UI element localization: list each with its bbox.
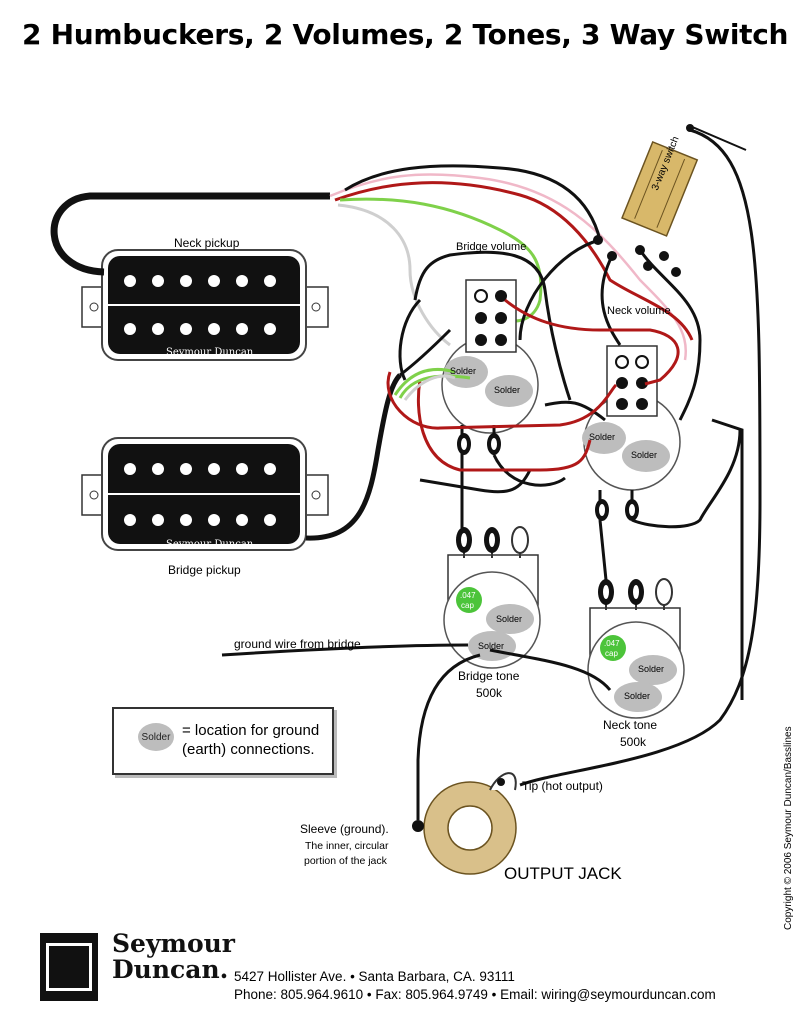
red-wires: [386, 298, 680, 472]
solder-point-6: Solder: [478, 641, 505, 651]
solder-point-5: Solder: [496, 614, 523, 624]
neck-pickup-brand: Seymour Duncan: [166, 347, 254, 358]
bridge-cap-unit: cap: [461, 601, 474, 610]
ground-wire-label: ground wire from bridge: [234, 637, 361, 651]
sleeve-label-line1: Sleeve (ground).: [300, 822, 389, 836]
solder-point-2: Solder: [494, 385, 521, 395]
bridge-pickup-label: Bridge pickup: [168, 563, 241, 577]
neck-tone-label: Neck tone: [603, 718, 658, 732]
neck-pickup: [81, 249, 329, 361]
neck-pickup-label: Neck pickup: [174, 236, 240, 250]
output-jack: [412, 772, 517, 875]
white-wires: [403, 374, 456, 401]
seymour-duncan-logo: [40, 933, 98, 1001]
solder-point-1: Solder: [450, 366, 477, 376]
solder-point-7: Solder: [638, 664, 665, 674]
bridge-cap-value: .047: [460, 591, 476, 600]
page-title: 2 Humbuckers, 2 Volumes, 2 Tones, 3 Way …: [22, 18, 789, 51]
copyright-notice: Copyright © 2006 Seymour Duncan/Bassline…: [783, 726, 794, 930]
brand-name: Seymour Duncan.: [112, 931, 235, 983]
brand-line1: Seymour: [112, 929, 235, 958]
bridge-volume-label: Bridge volume: [456, 241, 527, 253]
bridge-pickup: [81, 437, 329, 551]
bridge-pickup-brand: Seymour Duncan: [166, 539, 254, 550]
brand-line2: Duncan.: [112, 955, 229, 984]
output-jack-label: OUTPUT JACK: [504, 864, 622, 883]
legend-text: = location for ground (earth) connection…: [182, 721, 319, 759]
footer-phone-email: Phone: 805.964.9610 • Fax: 805.964.9749 …: [234, 987, 716, 1002]
legend-solder-swatch: Solder: [138, 723, 174, 751]
black-wires: [221, 128, 762, 820]
neck-cap-value: .047: [604, 639, 620, 648]
neck-cap-unit: cap: [605, 649, 618, 658]
neck-tone-pot: [587, 578, 685, 719]
sleeve-label-line3: portion of the jack: [304, 855, 387, 867]
solder-point-4: Solder: [631, 450, 658, 460]
neck-tone-value: 500k: [620, 735, 647, 749]
tip-label: Tip (hot output): [522, 779, 603, 793]
three-way-switch: [593, 124, 747, 277]
solder-point-3: Solder: [589, 432, 616, 442]
sleeve-label-line2: The inner, circular: [305, 840, 389, 852]
neck-volume-pot: [582, 345, 681, 521]
legend-box: Solder = location for ground (earth) con…: [112, 707, 334, 775]
legend-text-line1: = location for ground: [182, 722, 320, 739]
neck-volume-label: Neck volume: [607, 305, 671, 317]
solder-point-8: Solder: [624, 691, 651, 701]
green-wires: [393, 367, 471, 399]
legend-text-line2: (earth) connections.: [182, 741, 315, 758]
bridge-volume-pot: [441, 279, 539, 455]
footer-address: 5427 Hollister Ave. • Santa Barbara, CA.…: [234, 969, 515, 984]
neck-pickup-cable: [50, 192, 330, 276]
footer-contact: 5427 Hollister Ave. • Santa Barbara, CA.…: [234, 968, 716, 1004]
bridge-tone-label: Bridge tone: [458, 669, 520, 683]
bridge-tone-value: 500k: [476, 686, 503, 700]
